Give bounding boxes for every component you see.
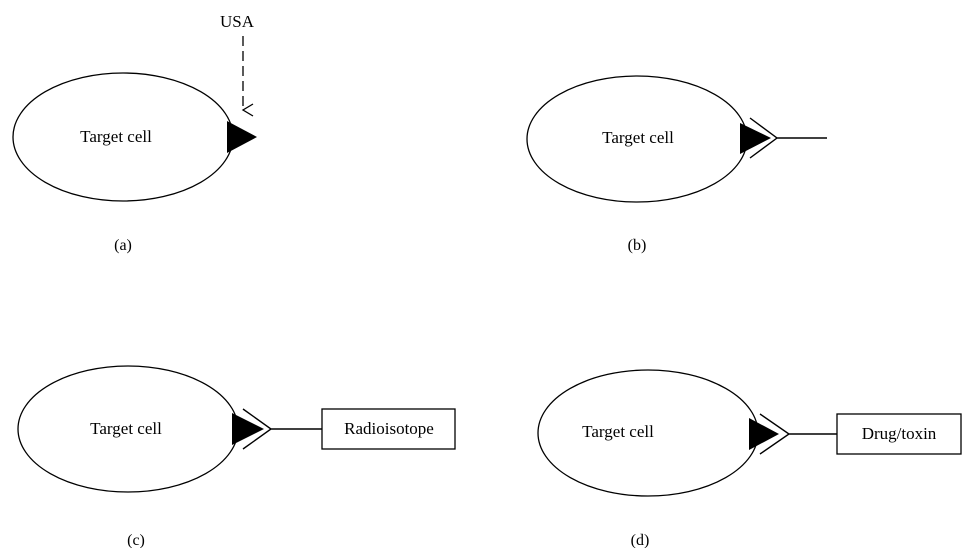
- receptor-triangle: [749, 418, 779, 450]
- receptor-triangle: [740, 123, 771, 154]
- radioisotope-box: [321, 408, 456, 450]
- receptor-triangle: [227, 121, 257, 153]
- antibody-y-shape: [242, 408, 322, 450]
- antibody-y-shape: [759, 413, 837, 455]
- panel-d: Target cell Drug/toxin (d): [537, 369, 962, 548]
- panel-caption: (a): [114, 237, 132, 254]
- panel-caption: (b): [628, 237, 647, 254]
- drug-toxin-label: Drug/toxin: [862, 424, 937, 443]
- usa-label: USA: [220, 12, 255, 31]
- target-cell-label: Target cell: [602, 128, 674, 147]
- radioisotope-label: Radioisotope: [344, 419, 434, 438]
- receptor-triangle: [232, 413, 264, 445]
- drug-toxin-box: [836, 413, 962, 455]
- panel-caption: (c): [127, 532, 145, 548]
- target-cell-label: Target cell: [80, 127, 152, 146]
- panel-caption: (d): [631, 532, 650, 548]
- panel-a: Target cell USA (a): [12, 12, 257, 254]
- target-cell-label: Target cell: [90, 419, 162, 438]
- antibody-y-shape: [749, 117, 827, 159]
- panel-c: Target cell Radioisotope (c): [17, 365, 456, 548]
- panel-b: Target cell (b): [526, 75, 827, 254]
- target-cell-label: Target cell: [582, 422, 654, 441]
